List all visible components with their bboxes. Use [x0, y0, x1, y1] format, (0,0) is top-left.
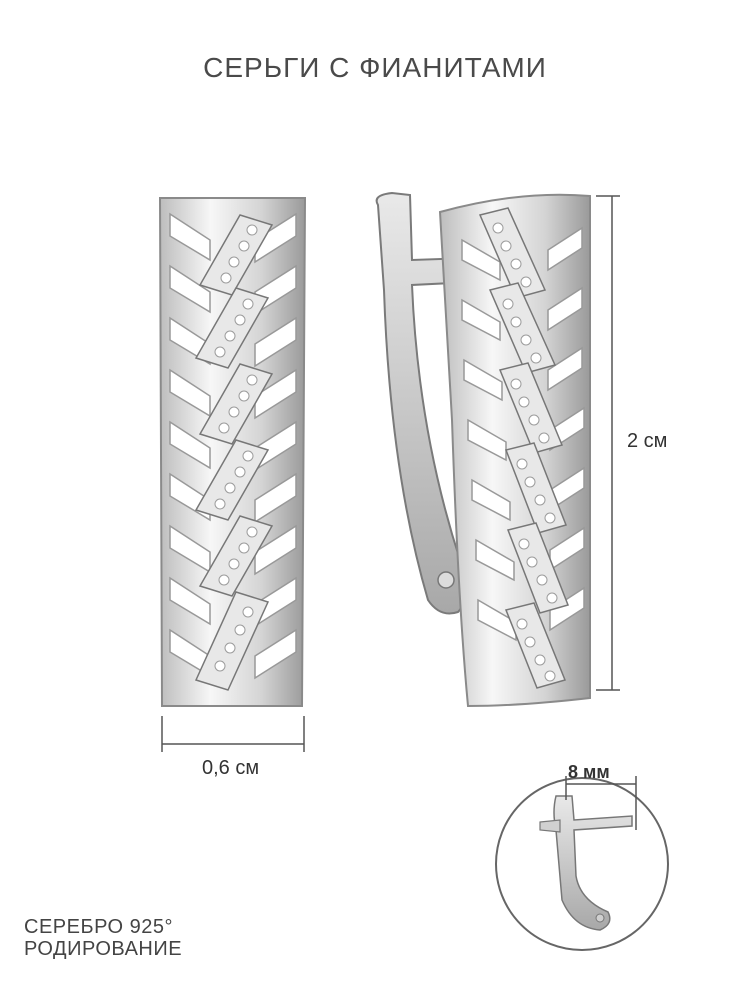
- clasp-label: 8 мм: [568, 762, 610, 782]
- height-dimension-line: [596, 195, 620, 691]
- height-label: 2 см: [627, 430, 668, 452]
- width-label: 0,6 см: [202, 757, 260, 779]
- weave-pattern-side: [461, 226, 585, 642]
- width-dimension-line: [161, 716, 305, 752]
- material-plating: РОДИРОВАНИЕ: [24, 938, 183, 960]
- earring-side: [375, 191, 591, 708]
- earring-front: [158, 197, 307, 707]
- cubic-zirconia-stones-front: [214, 224, 258, 672]
- material-metal: СЕРЕБРО 925°: [24, 916, 173, 938]
- clasp-detail: [495, 776, 669, 951]
- material-info: СЕРЕБРО 925° РОДИРОВАНИЕ: [24, 916, 182, 960]
- cubic-zirconia-stones-side: [492, 222, 558, 682]
- clasp-dimension-line: [565, 776, 637, 830]
- product-title: СЕРЬГИ С ФИАНИТАМИ: [203, 52, 547, 83]
